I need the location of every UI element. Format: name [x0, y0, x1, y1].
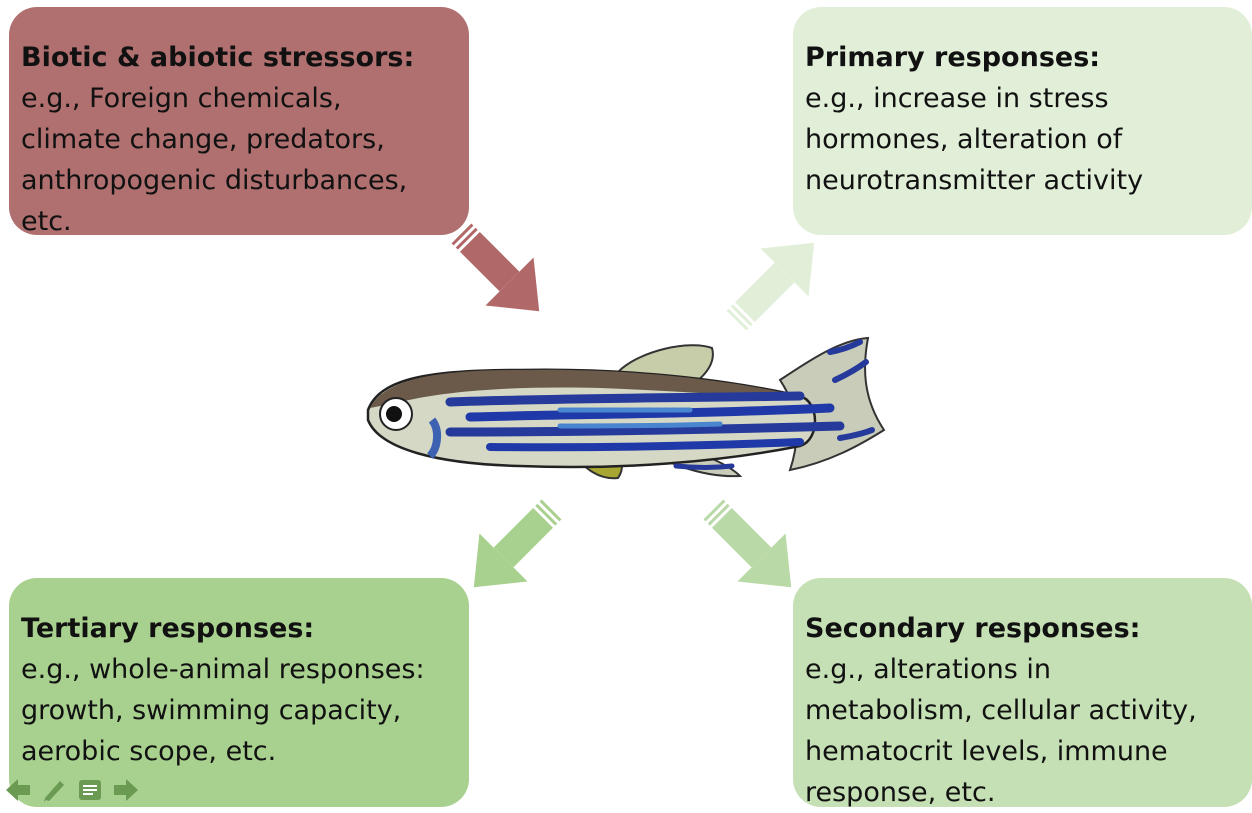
- notes-icon[interactable]: [76, 776, 104, 804]
- tertiary-line: aerobic scope, etc.: [21, 731, 459, 772]
- stressors-line: anthropogenic disturbances,: [21, 160, 459, 201]
- arrow-right-icon[interactable]: [112, 776, 140, 804]
- stressors-line: etc.: [21, 201, 459, 242]
- secondary-responses-box: Secondary responses: e.g., alterations i…: [793, 578, 1252, 807]
- stressors-box: Biotic & abiotic stressors: e.g., Foreig…: [9, 7, 469, 235]
- secondary-line: e.g., alterations in: [805, 649, 1242, 690]
- arrow-left-icon[interactable]: [4, 776, 32, 804]
- secondary-line: hematocrit levels, immune: [805, 731, 1242, 772]
- primary-line: e.g., increase in stress: [805, 78, 1242, 119]
- tertiary-title: Tertiary responses:: [21, 608, 459, 649]
- zebrafish-icon: [368, 338, 884, 478]
- secondary-title: Secondary responses:: [805, 608, 1242, 649]
- primary-responses-box: Primary responses: e.g., increase in str…: [793, 7, 1252, 235]
- tertiary-arrow: [450, 485, 576, 611]
- primary-title: Primary responses:: [805, 37, 1242, 78]
- secondary-line: metabolism, cellular activity,: [805, 690, 1242, 731]
- presentation-toolbar: [0, 772, 140, 807]
- pencil-icon[interactable]: [40, 776, 68, 804]
- tertiary-line: e.g., whole-animal responses:: [21, 649, 459, 690]
- primary-line: hormones, alteration of: [805, 119, 1242, 160]
- primary-arrow: [712, 219, 838, 345]
- stressors-line: e.g., Foreign chemicals,: [21, 78, 459, 119]
- tertiary-line: growth, swimming capacity,: [21, 690, 459, 731]
- stressors-line: climate change, predators,: [21, 119, 459, 160]
- primary-line: neurotransmitter activity: [805, 160, 1242, 201]
- stressors-title: Biotic & abiotic stressors:: [21, 37, 459, 78]
